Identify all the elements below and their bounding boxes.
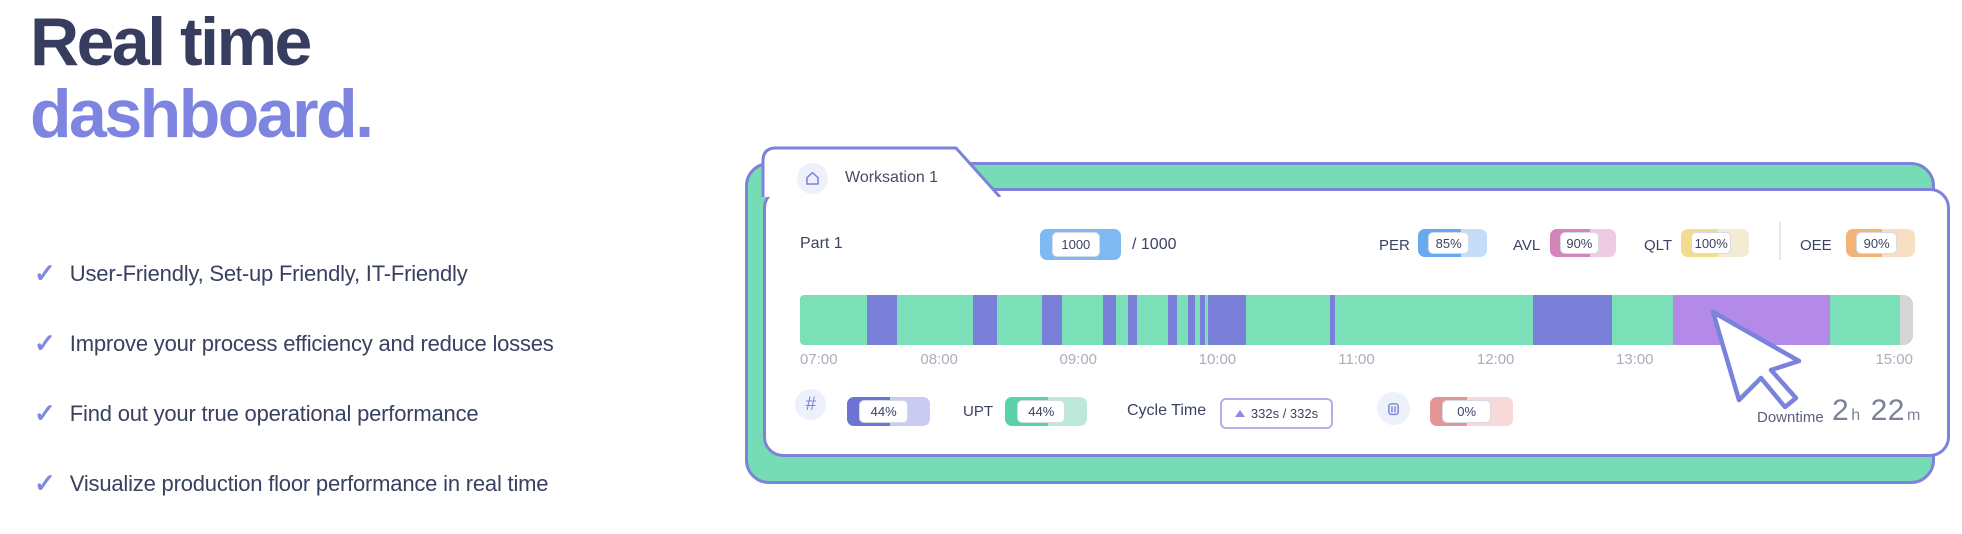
downtime-hours-unit: h	[1851, 407, 1861, 424]
kpi-per-label: PER	[1379, 237, 1410, 254]
timeline-segment-stopped[interactable]	[972, 295, 997, 345]
part-counter: 1000	[1040, 229, 1121, 260]
timeline-segment-stopped[interactable]	[1533, 295, 1613, 345]
upt-label: UPT	[963, 403, 993, 420]
list-item: ✓ Find out your true operational perform…	[34, 400, 554, 470]
list-item: ✓ User-Friendly, Set-up Friendly, IT-Fri…	[34, 260, 554, 330]
kpi-qlt-label: QLT	[1644, 237, 1673, 254]
timeline-segment-stopped[interactable]	[1128, 295, 1138, 345]
timeline-axis: 07:00 08:00 09:00 10:00 11:00 12:00 13:00 15:00	[800, 351, 1913, 369]
kpi-per-meter: 85%	[1418, 229, 1487, 257]
checkmark-icon: ✓	[34, 468, 56, 498]
cycle-time-value: 332s / 332s	[1250, 406, 1319, 421]
page-title-line2: dashboard.	[30, 76, 374, 152]
kpi-per-value: 85%	[1428, 232, 1469, 254]
timeline-segment-stopped[interactable]	[1041, 295, 1062, 345]
downtime-label: Downtime	[1757, 409, 1824, 426]
feature-text: Visualize production floor performance i…	[69, 471, 549, 496]
reject-value: 0%	[1442, 400, 1491, 423]
delete-button[interactable]	[1377, 392, 1410, 425]
kpi-avl-value: 90%	[1559, 232, 1599, 254]
hash-icon: #	[805, 393, 816, 415]
axis-tick-label: 11:00	[1338, 351, 1375, 368]
part-total: / 1000	[1132, 236, 1177, 253]
timeline-segment-no_data[interactable]	[1899, 295, 1913, 345]
upt-meter: 44%	[1005, 397, 1087, 426]
downtime-minutes: 22	[1870, 394, 1905, 427]
feature-text: User-Friendly, Set-up Friendly, IT-Frien…	[69, 261, 468, 286]
timeline-segment-stopped[interactable]	[1102, 295, 1117, 345]
reject-meter: 0%	[1430, 397, 1513, 426]
feature-text: Find out your true operational performan…	[69, 401, 479, 426]
axis-tick-label: 07:00	[800, 351, 838, 368]
percent-meter: 44%	[847, 397, 930, 426]
page-title: Real time dashboard.	[30, 4, 374, 152]
axis-tick-label: 09:00	[1059, 351, 1098, 368]
axis-tick-label: 13:00	[1615, 351, 1654, 368]
timeline-segment-stopped[interactable]	[1208, 295, 1247, 345]
checkmark-icon: ✓	[34, 258, 56, 288]
axis-tick-label: 08:00	[920, 351, 958, 368]
mouse-cursor-icon	[1710, 309, 1802, 410]
timeline-segment-stopped[interactable]	[1329, 295, 1336, 345]
kpi-qlt-meter: 100%	[1681, 229, 1749, 257]
kpi-qlt-value: 100%	[1691, 232, 1732, 254]
checkmark-icon: ✓	[34, 398, 56, 428]
part-count-value: 1000	[1052, 232, 1100, 257]
percent-value: 44%	[859, 400, 908, 423]
kpi-avl-label: AVL	[1513, 237, 1541, 254]
kpi-oee-meter: 90%	[1846, 229, 1915, 257]
cycle-time-label: Cycle Time	[1127, 402, 1207, 419]
feature-list: ✓ User-Friendly, Set-up Friendly, IT-Fri…	[34, 260, 554, 534]
upt-value: 44%	[1017, 400, 1066, 423]
kpi-oee-value: 90%	[1856, 232, 1897, 254]
timeline-segment-stopped[interactable]	[1199, 295, 1206, 345]
list-item: ✓ Improve your process efficiency and re…	[34, 330, 554, 400]
trash-icon	[1388, 403, 1399, 416]
cycle-time-box[interactable]: 332s / 332s	[1220, 398, 1333, 429]
part-label: Part 1	[800, 235, 843, 252]
list-item: ✓ Visualize production floor performance…	[34, 470, 554, 534]
timeline-segment-stopped[interactable]	[1168, 295, 1178, 345]
timeline-segment-stopped[interactable]	[866, 295, 897, 345]
axis-tick-label: 12:00	[1476, 351, 1515, 368]
triangle-up-icon	[1234, 410, 1245, 417]
kpi-oee-label: OEE	[1800, 237, 1832, 254]
axis-tick-label: 15:00	[1875, 351, 1913, 368]
kpi-divider	[1779, 222, 1781, 260]
kpi-avl-meter: 90%	[1550, 229, 1616, 257]
axis-tick-label: 10:00	[1198, 351, 1237, 368]
count-mode-button[interactable]: #	[795, 389, 826, 420]
checkmark-icon: ✓	[34, 328, 56, 358]
workstation-tab-label[interactable]: Worksation 1	[845, 169, 939, 186]
downtime-minutes-unit: m	[1906, 407, 1921, 424]
timeline-segment-stopped[interactable]	[1188, 295, 1196, 345]
page-title-line1: Real time	[30, 4, 312, 80]
downtime-hours: 2	[1832, 394, 1850, 427]
feature-text: Improve your process efficiency and redu…	[69, 331, 554, 356]
home-button[interactable]	[797, 163, 828, 194]
home-icon	[806, 171, 819, 185]
downtime-value: 2 h 22 m	[1832, 394, 1921, 428]
